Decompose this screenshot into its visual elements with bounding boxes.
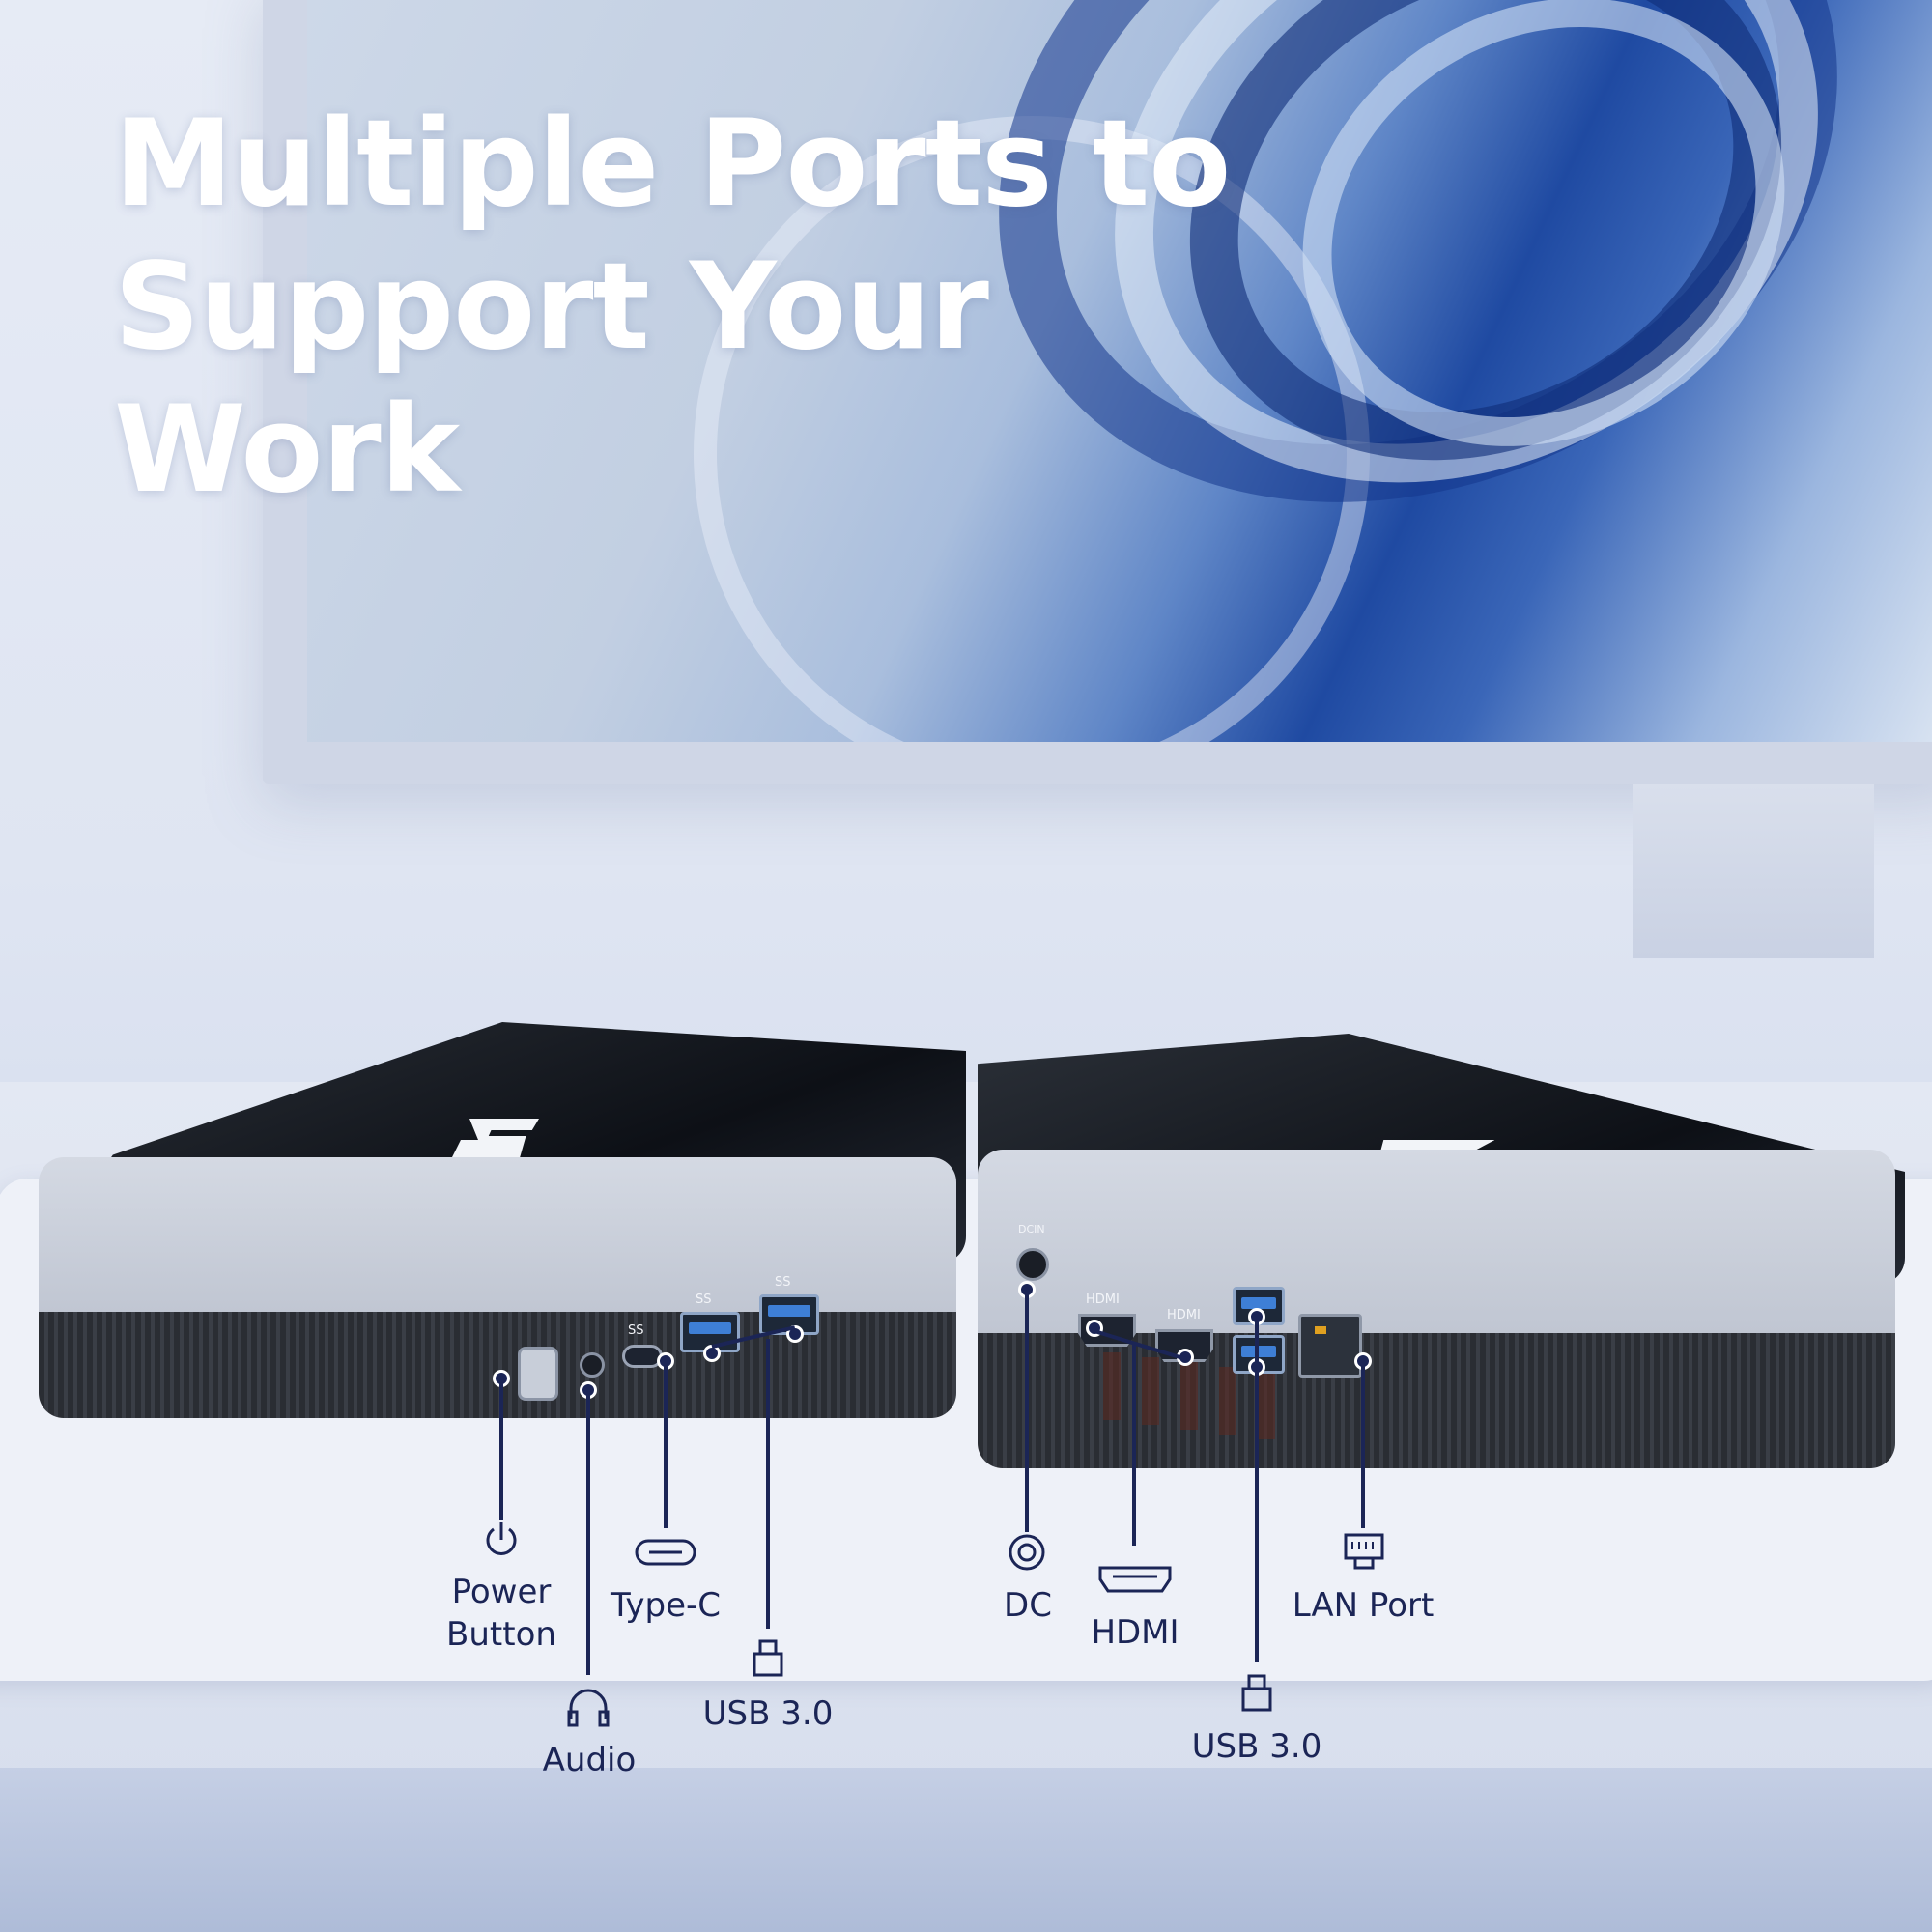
headphones-icon bbox=[567, 1689, 610, 1727]
lan-callout-line bbox=[1361, 1366, 1365, 1528]
vent bbox=[1180, 1362, 1198, 1430]
dcin-print: DCIN bbox=[1018, 1223, 1045, 1236]
audio-callout-line bbox=[586, 1395, 590, 1675]
lan-label: LAN Port bbox=[1292, 1586, 1435, 1625]
ethernet-icon bbox=[1344, 1533, 1384, 1570]
headline: Multiple Ports to Support Your Work bbox=[114, 93, 1370, 522]
power-icon bbox=[486, 1522, 517, 1555]
ss-print: SS bbox=[775, 1275, 791, 1290]
power-callout-line bbox=[499, 1383, 503, 1520]
power-button-port[interactable] bbox=[518, 1347, 558, 1401]
ss-print: SS bbox=[696, 1293, 712, 1307]
usb-rear-label: USB 3.0 bbox=[1191, 1727, 1322, 1766]
usb-c-port[interactable] bbox=[622, 1345, 663, 1368]
ss-print: SS bbox=[628, 1323, 644, 1338]
pc-rear-base bbox=[978, 1333, 1895, 1468]
usb-rear-callout-line bbox=[1255, 1321, 1259, 1662]
vent bbox=[1258, 1372, 1275, 1439]
hdmi-print: HDMI bbox=[1086, 1293, 1120, 1307]
audio-jack-port[interactable] bbox=[580, 1352, 605, 1378]
typec-callout-line bbox=[664, 1366, 668, 1528]
usb-front-callout-line bbox=[766, 1339, 770, 1629]
mini-pc-rear: DCIN HDMI HDMI bbox=[978, 1034, 1905, 1536]
hdmi-callout-line bbox=[1132, 1343, 1136, 1546]
dc-jack-port[interactable] bbox=[1016, 1248, 1049, 1281]
dc-jack-icon bbox=[1009, 1534, 1045, 1571]
usb-a-port-2[interactable] bbox=[759, 1294, 819, 1335]
typec-label: Type-C bbox=[610, 1586, 722, 1625]
mini-pc-front: SS SS SS bbox=[39, 1022, 966, 1505]
usb-front-label: USB 3.0 bbox=[702, 1694, 834, 1733]
hdmi-label: HDMI bbox=[1091, 1613, 1179, 1652]
desk-edge bbox=[0, 1768, 1932, 1932]
usb-c-icon bbox=[635, 1539, 696, 1566]
audio-label: Audio bbox=[542, 1741, 637, 1779]
vent bbox=[1103, 1352, 1121, 1420]
power-label-line2: Button bbox=[446, 1615, 556, 1654]
usb-icon bbox=[1241, 1674, 1272, 1712]
vent bbox=[1142, 1357, 1159, 1425]
hdmi-print: HDMI bbox=[1167, 1308, 1201, 1322]
monitor-stand bbox=[1633, 784, 1874, 958]
headline-line2: Support Your Work bbox=[114, 238, 989, 520]
power-label: Power Button bbox=[405, 1571, 598, 1656]
hdmi-icon bbox=[1098, 1566, 1172, 1593]
lan-port[interactable] bbox=[1298, 1314, 1362, 1378]
monitor-wallpaper bbox=[307, 0, 1932, 742]
vent bbox=[1219, 1367, 1236, 1435]
power-label-line1: Power bbox=[451, 1573, 552, 1611]
headline-line1: Multiple Ports to bbox=[114, 95, 1231, 234]
dc-label: DC bbox=[1004, 1586, 1052, 1625]
usb-icon bbox=[753, 1639, 783, 1677]
dc-callout-line bbox=[1025, 1294, 1029, 1532]
